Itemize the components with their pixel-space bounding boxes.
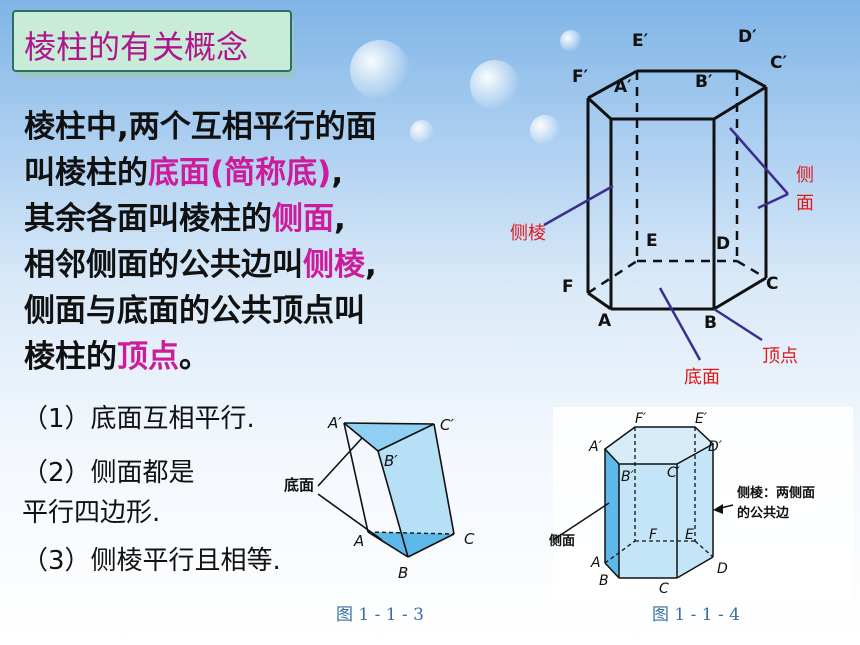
vertex-label: D bbox=[717, 561, 728, 577]
figure-caption: 图 1 - 1 - 4 bbox=[652, 605, 740, 625]
property-1: （1）底面互相平行. bbox=[22, 404, 255, 434]
label-vertex: 顶点 bbox=[762, 346, 798, 367]
definition-line: 侧面与底面的公共顶点叫 bbox=[24, 288, 464, 334]
vertex-label: C bbox=[659, 581, 669, 597]
vertex-label: C′ bbox=[770, 53, 787, 73]
label-base: 底面 bbox=[684, 367, 720, 388]
triangular-prism-figure: A′ C′ B′ A C B 底面 bbox=[284, 414, 475, 582]
text: , bbox=[334, 201, 346, 237]
label-side-face: 面 bbox=[796, 193, 814, 214]
label-side-face: 侧 bbox=[796, 165, 814, 186]
text: 。 bbox=[179, 339, 210, 375]
vertex-label: B′ bbox=[621, 469, 635, 485]
definition-line: 相邻侧面的公共边叫侧棱, bbox=[24, 242, 464, 288]
slide-title: 棱柱的有关概念 bbox=[24, 28, 249, 66]
decor-bubble bbox=[470, 60, 520, 110]
vertex-label: F′ bbox=[635, 411, 647, 427]
term-side-face: 侧面 bbox=[272, 201, 334, 237]
vertex-label: D bbox=[716, 234, 730, 254]
vertex-label: B′ bbox=[695, 72, 713, 92]
definition-line: 棱柱的顶点。 bbox=[24, 334, 464, 380]
term-base: 底面(简称底) bbox=[148, 155, 332, 191]
text: 侧面与底面的公共顶点叫 bbox=[24, 293, 365, 329]
vertex-label: E bbox=[646, 231, 658, 251]
label-side-face: 侧面 bbox=[549, 533, 575, 549]
text: 棱柱的 bbox=[24, 339, 117, 375]
vertex-label: A′ bbox=[327, 414, 342, 432]
term-lateral-edge: 侧棱 bbox=[303, 247, 365, 283]
vertex-label: E′ bbox=[695, 411, 708, 427]
title-box: 棱柱的有关概念 bbox=[12, 10, 292, 72]
decor-bubble bbox=[530, 115, 560, 145]
vertex-label: E′ bbox=[632, 31, 649, 51]
vertex-label: C′ bbox=[440, 416, 454, 434]
term-vertex: 顶点 bbox=[117, 339, 179, 375]
definition-text: 棱柱中,两个互相平行的面 叫棱柱的底面(简称底), 其余各面叫棱柱的侧面, 相邻… bbox=[24, 104, 464, 380]
vertex-label: F bbox=[562, 277, 574, 297]
property-3: （3）侧棱平行且相等. bbox=[22, 546, 281, 576]
hexagonal-prism-diagram: E′ D′ C′ F′ A′ B′ E D C F A B 侧 面 侧棱 顶点 … bbox=[510, 27, 814, 388]
vertex-label: A bbox=[590, 555, 601, 571]
vertex-label: D′ bbox=[708, 439, 723, 455]
decor-bubble bbox=[410, 120, 434, 144]
vertex-label: A bbox=[598, 311, 612, 331]
vertex-label: A′ bbox=[588, 439, 603, 455]
text: , bbox=[331, 155, 344, 191]
label-base: 底面 bbox=[284, 476, 314, 494]
label-lateral-edge: 的公共边 bbox=[737, 505, 790, 521]
vertex-label: D′ bbox=[738, 27, 757, 47]
vertex-label: B bbox=[704, 313, 717, 333]
text: 棱柱中,两个互相平行的面 bbox=[24, 109, 377, 145]
text: 叫棱柱的 bbox=[24, 155, 148, 191]
vertex-label: C′ bbox=[667, 465, 681, 481]
vertex-label: F′ bbox=[572, 67, 589, 87]
definition-line: 棱柱中,两个互相平行的面 bbox=[24, 104, 464, 150]
label-lateral-edge: 侧棱：两侧面 bbox=[737, 485, 815, 501]
vertex-label: E bbox=[685, 527, 694, 543]
text: 相邻侧面的公共边叫 bbox=[24, 247, 303, 283]
text: 其余各面叫棱柱的 bbox=[24, 201, 272, 237]
vertex-label: A bbox=[353, 532, 364, 550]
text: , bbox=[365, 247, 377, 283]
decor-bubble bbox=[350, 40, 410, 100]
definition-line: 叫棱柱的底面(简称底), bbox=[24, 150, 464, 196]
vertex-label: F bbox=[649, 527, 658, 543]
property-2a: （2）侧面都是 bbox=[22, 458, 195, 488]
vertex-label: C bbox=[464, 530, 475, 548]
vertex-label: B bbox=[599, 573, 609, 589]
vertex-label: C bbox=[766, 274, 778, 294]
decor-bubble bbox=[560, 30, 582, 52]
figure-caption: 图 1 - 1 - 3 bbox=[336, 605, 424, 625]
label-lateral-edge: 侧棱 bbox=[510, 223, 546, 244]
hexagonal-prism-figure: F′ E′ A′ D′ B′ C′ F E A D B C 侧棱：两侧面 的公共… bbox=[549, 407, 853, 603]
vertex-label: B bbox=[398, 564, 408, 582]
property-2b: 平行四边形. bbox=[22, 498, 161, 528]
definition-line: 其余各面叫棱柱的侧面, bbox=[24, 196, 464, 242]
vertex-label: B′ bbox=[384, 452, 398, 470]
vertex-label: A′ bbox=[614, 77, 632, 97]
